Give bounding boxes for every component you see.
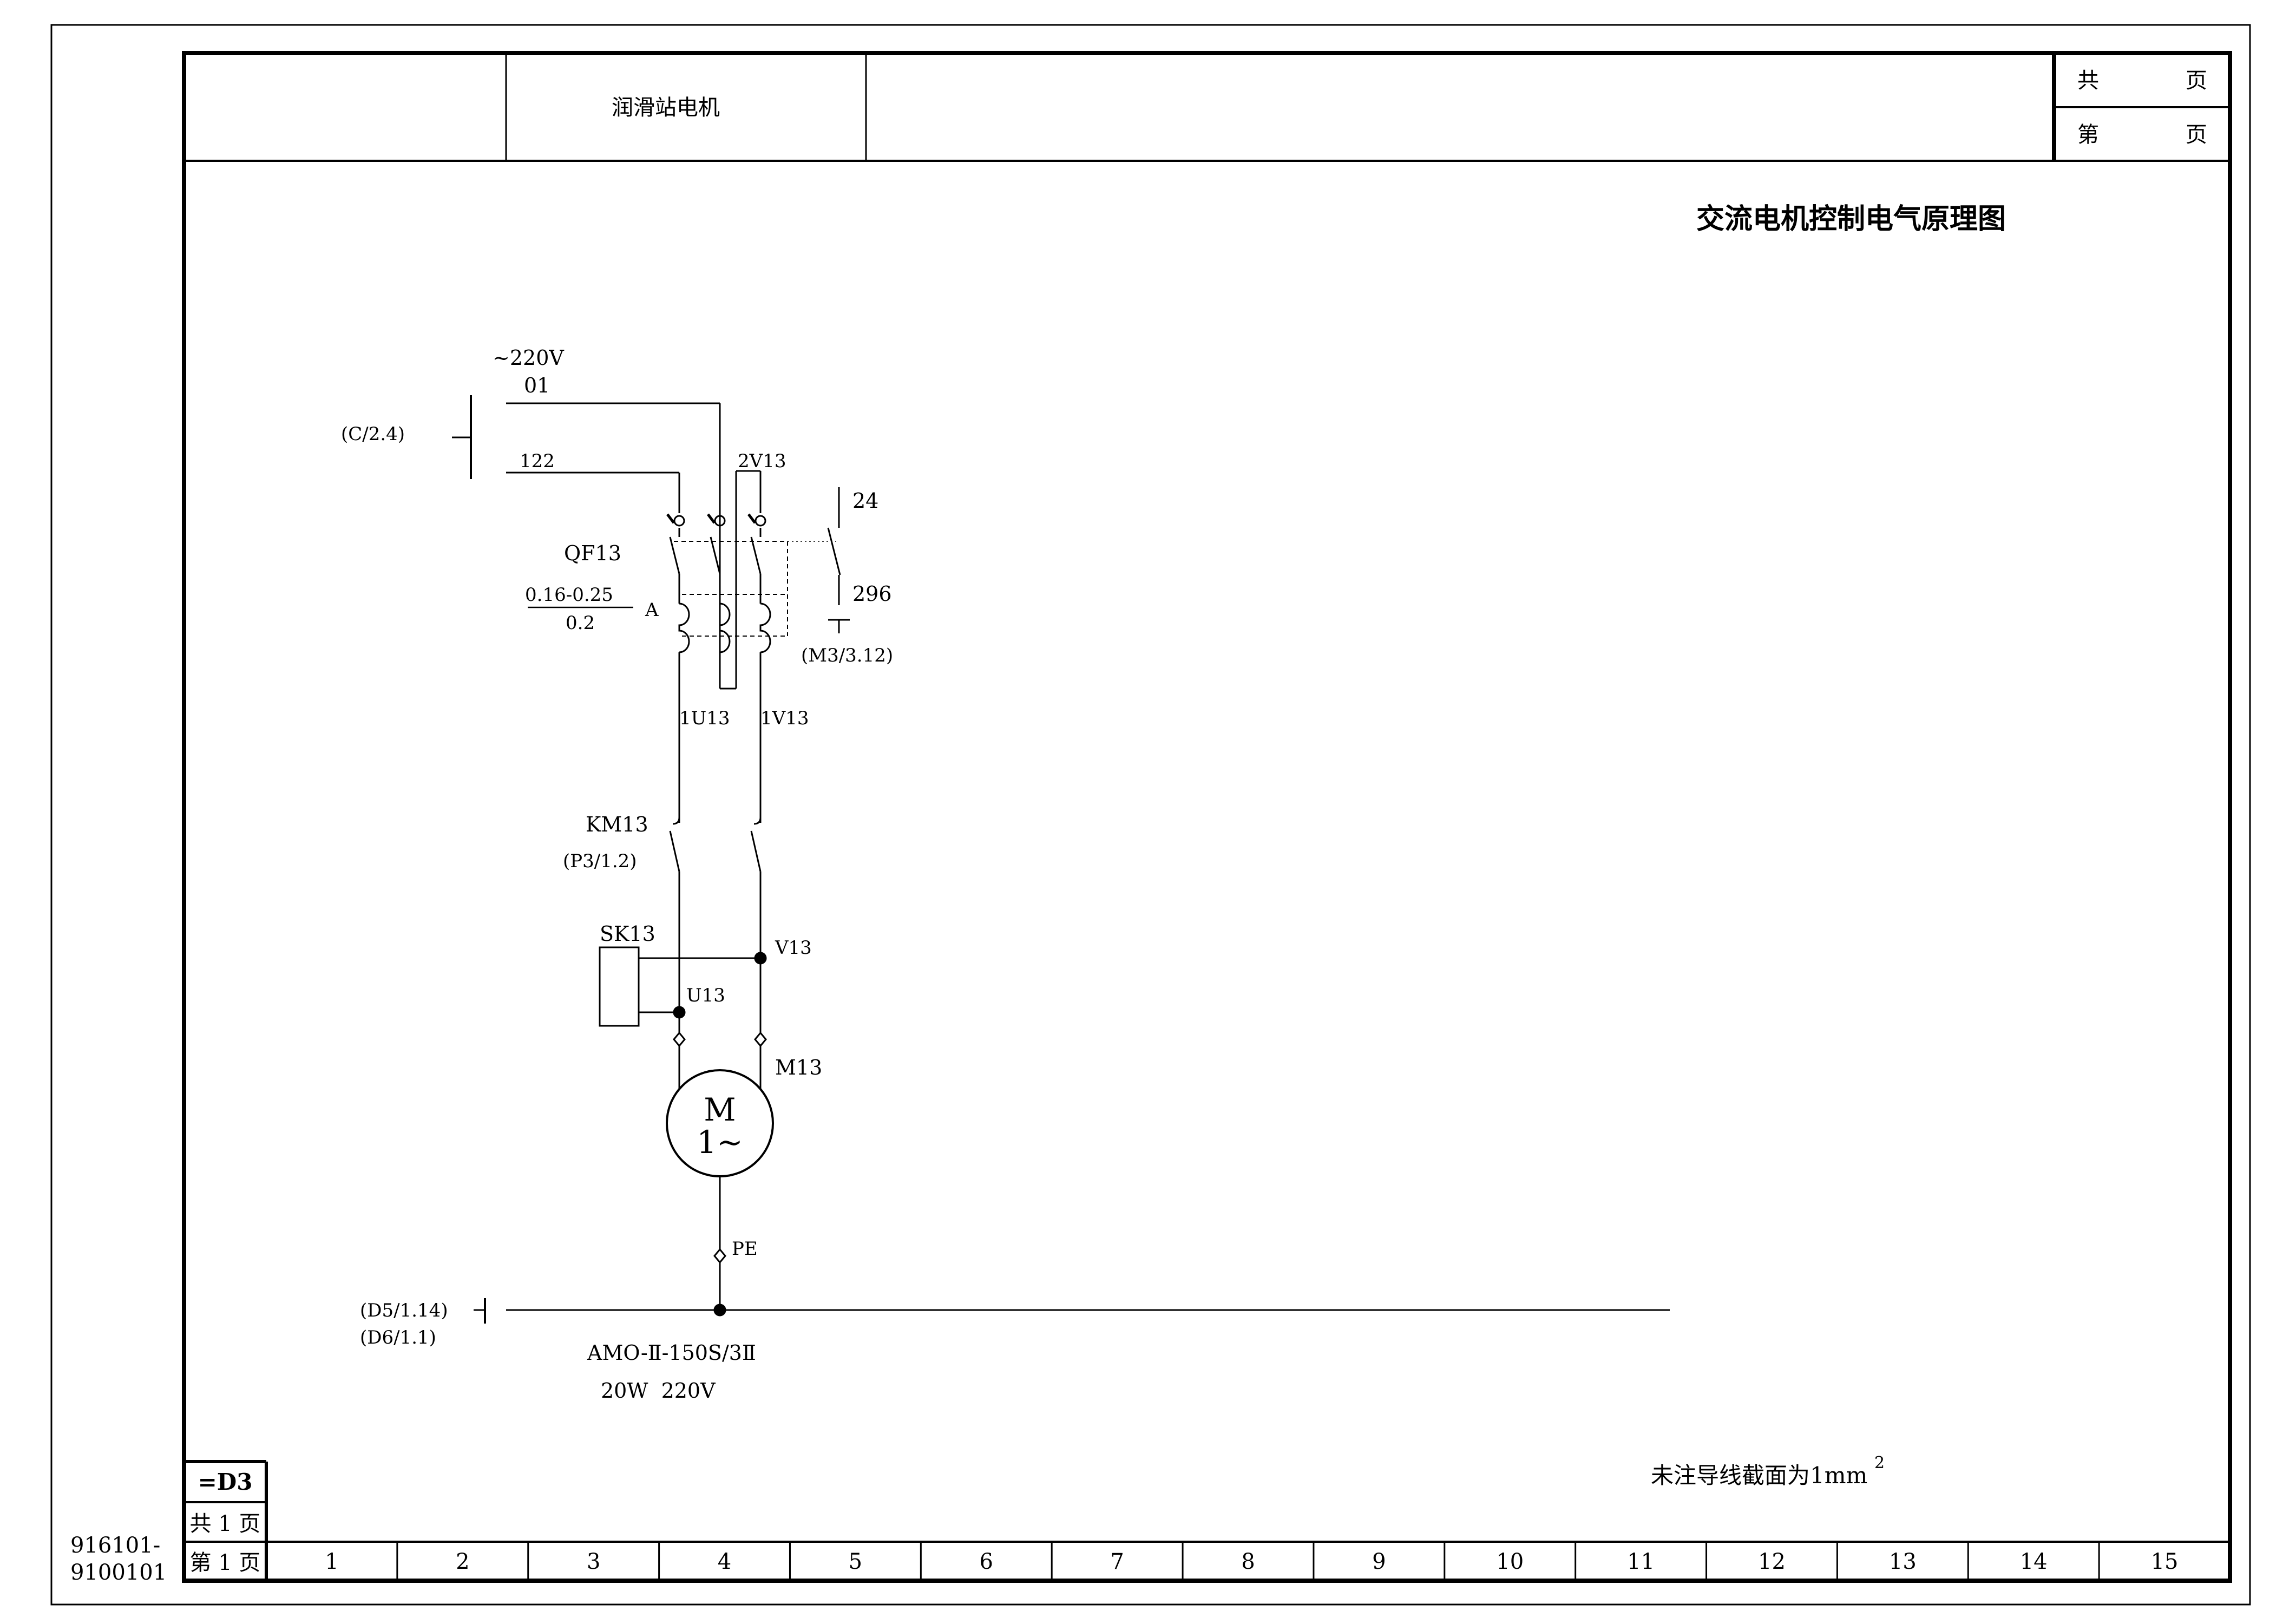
column-number: 4 [718,1549,731,1574]
wire-label-v13: V13 [775,937,812,959]
aux-reference: (M3/3.12) [801,645,893,666]
drawing-number-line2: 9100101 [70,1560,167,1585]
column-number: 15 [2151,1549,2179,1574]
motor-m13 [666,1031,774,1309]
wire-label-01: 01 [524,374,550,397]
breaker-id: QF13 [564,541,621,565]
wire-label-1v13: 1V13 [760,708,809,729]
heater-id: SK13 [600,922,655,946]
corner-total-pages: 共 1 页 [190,1511,261,1536]
column-number: 10 [1496,1549,1524,1574]
wire-label-2v13: 2V13 [738,450,786,472]
column-number: 14 [2020,1549,2048,1574]
inner-frame [182,51,2232,1583]
aux-wire-296: 296 [852,582,892,606]
wire-label-u13: U13 [686,985,725,1006]
column-number: 6 [980,1549,993,1574]
total-pages-label: 共 [2077,68,2099,93]
outer-border [50,24,2251,1606]
aux-contact [827,487,850,633]
motor-rating: 20W 220V [601,1379,716,1403]
aux-wire-24: 24 [852,489,878,513]
wire-label-1u13: 1U13 [679,708,730,729]
pe-reference-1: (D5/1.14) [360,1300,448,1321]
breaker-unit: A [645,599,659,621]
column-number: 9 [1372,1549,1386,1574]
source-reference: (C/2.4) [341,423,405,445]
motor-model: AMO-Ⅱ-150S/3Ⅱ [587,1341,756,1365]
column-number: 8 [1241,1549,1255,1574]
column-number: 11 [1627,1549,1655,1574]
column-dividers [396,1542,2100,1581]
breaker-setting: 0.2 [566,612,595,634]
contactor-reference: (P3/1.2) [563,850,637,872]
pe-bus [474,1298,1670,1324]
column-number: 5 [849,1549,862,1574]
column-number: 12 [1758,1549,1786,1574]
pe-reference-2: (D6/1.1) [360,1327,436,1348]
corner-block [184,1460,2230,1581]
wire-section-note-superscript: 2 [1874,1453,1885,1472]
column-number: 3 [587,1549,600,1574]
breaker-range: 0.16-0.25 [525,584,613,606]
wire-section-note: 未注导线截面为1mm [1651,1462,1867,1489]
total-pages-unit: 页 [2186,68,2207,93]
column-number: 7 [1110,1549,1124,1574]
breaker-qf13 [528,513,836,823]
motor-symbol-phase: 1~ [697,1124,743,1161]
supply-voltage: ~220V [493,346,564,370]
wire-label-m13: M13 [775,1056,822,1079]
heater-sk13 [599,946,767,1034]
page-number-unit: 页 [2186,122,2207,147]
corner-page-number: 第 1 页 [190,1550,261,1575]
column-number: 1 [325,1549,338,1574]
contactor-id: KM13 [586,813,648,836]
column-number: 2 [456,1549,469,1574]
motor-symbol-letter: M [704,1091,736,1128]
title-block [184,53,2230,162]
drawing-title: 交流电机控制电气原理图 [1696,202,2006,235]
wire-label-122: 122 [520,450,555,472]
page-number-label: 第 [2077,122,2099,147]
wire-label-pe: PE [732,1238,758,1260]
drawing-number-line1: 916101- [70,1533,160,1558]
column-number: 13 [1889,1549,1917,1574]
designation: =D3 [198,1469,253,1495]
equipment-name: 润滑站电机 [612,95,720,120]
